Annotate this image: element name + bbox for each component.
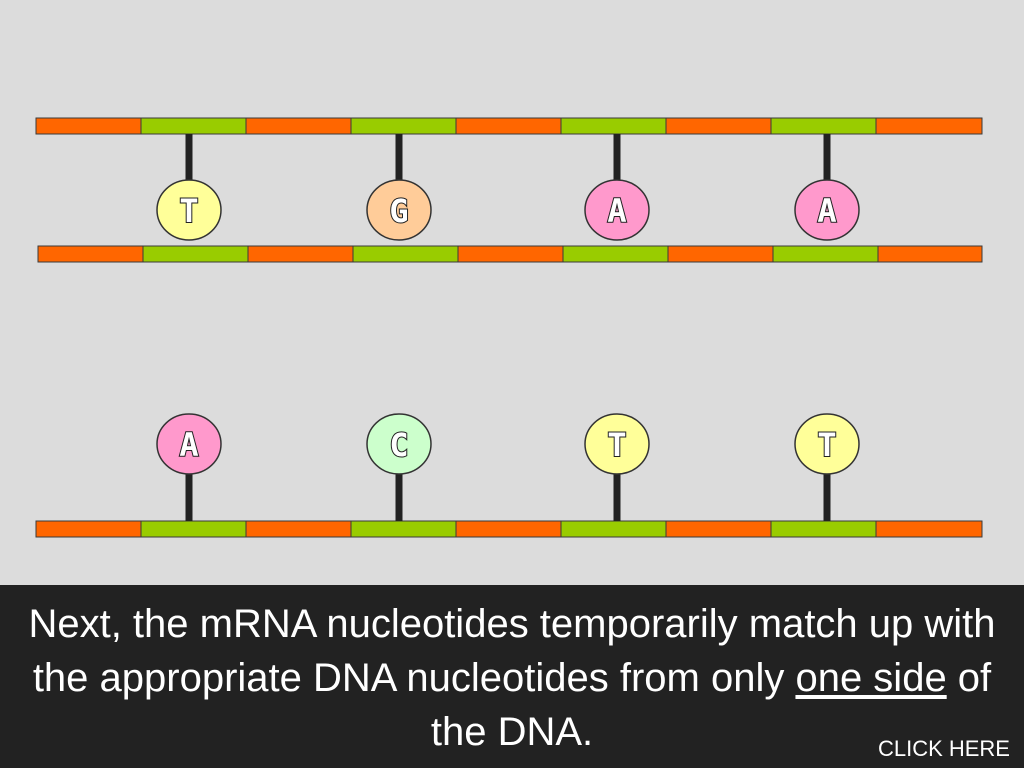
dna-top-strand-segment [455,117,562,135]
dna-bottom-strand-segment [247,245,354,263]
dna-nucleotide-circle [156,179,222,241]
mrna-strand-segment [560,520,667,538]
dna-bottom-strand [37,245,983,263]
dna-diagram: T G A A A C T T [35,117,983,538]
dna-top-strand-segment [35,117,142,135]
mrna-strand-segment [35,520,142,538]
dna-bottom-strand-segment [352,245,459,263]
mrna-strand-segment [665,520,772,538]
dna-bottom-strand-segment [667,245,774,263]
caption-text: Next, the mRNA nucleotides temporarily m… [20,597,1004,759]
mrna-strand-segment [140,520,247,538]
dna-top-strand-segment [140,117,247,135]
dna-top-strand [35,117,983,135]
mrna-nucleotide-letter: C [389,426,408,464]
dna-top-strand-segment [560,117,667,135]
dna-top-strand-segment [770,117,877,135]
dna-bottom-strand-segment [142,245,249,263]
caption-emphasis: one side [795,656,947,700]
dna-nucleotide-letter: A [607,192,626,230]
mrna-nucleotide-letter: T [817,426,836,464]
caption-part2: of the DNA. [430,656,992,754]
mrna-nucleotide-letter: A [179,426,198,464]
mrna-strand-segment [770,520,877,538]
caption-bar: Next, the mRNA nucleotides temporarily m… [0,585,1024,768]
dna-nucleotide-letter: T [179,192,198,230]
mrna-strand [35,520,983,538]
mrna-strand-segment [875,520,983,538]
mrna-strand-segment [350,520,457,538]
dna-top-strand-segment [245,117,352,135]
mrna-nucleotide-circle [794,413,860,475]
dna-nucleotide-letter: G [389,192,408,230]
mrna-nucleotide-letter: T [607,426,626,464]
dna-nucleotide-circle [794,179,860,241]
dna-nucleotide-circle [366,179,432,241]
caption-part1: Next, the mRNA nucleotides temporarily m… [28,602,996,700]
mrna-nucleotide-circle [156,413,222,475]
dna-top-strand-segment [875,117,983,135]
mrna-strand-segment [245,520,352,538]
dna-bottom-strand-segment [877,245,983,263]
dna-nucleotide-circle [584,179,650,241]
mrna-strand-segment [455,520,562,538]
dna-bottom-strand-segment [562,245,669,263]
mrna-nucleotide-circle [584,413,650,475]
dna-top-strand-segment [350,117,457,135]
dna-bottom-strand-segment [37,245,144,263]
dna-nucleotide-letter: A [817,192,836,230]
dna-bottom-strand-segment [772,245,879,263]
dna-bottom-strand-segment [457,245,564,263]
click-here-link[interactable]: CLICK HERE [877,736,1010,761]
mrna-nucleotide-circle [366,413,432,475]
dna-top-strand-segment [665,117,772,135]
